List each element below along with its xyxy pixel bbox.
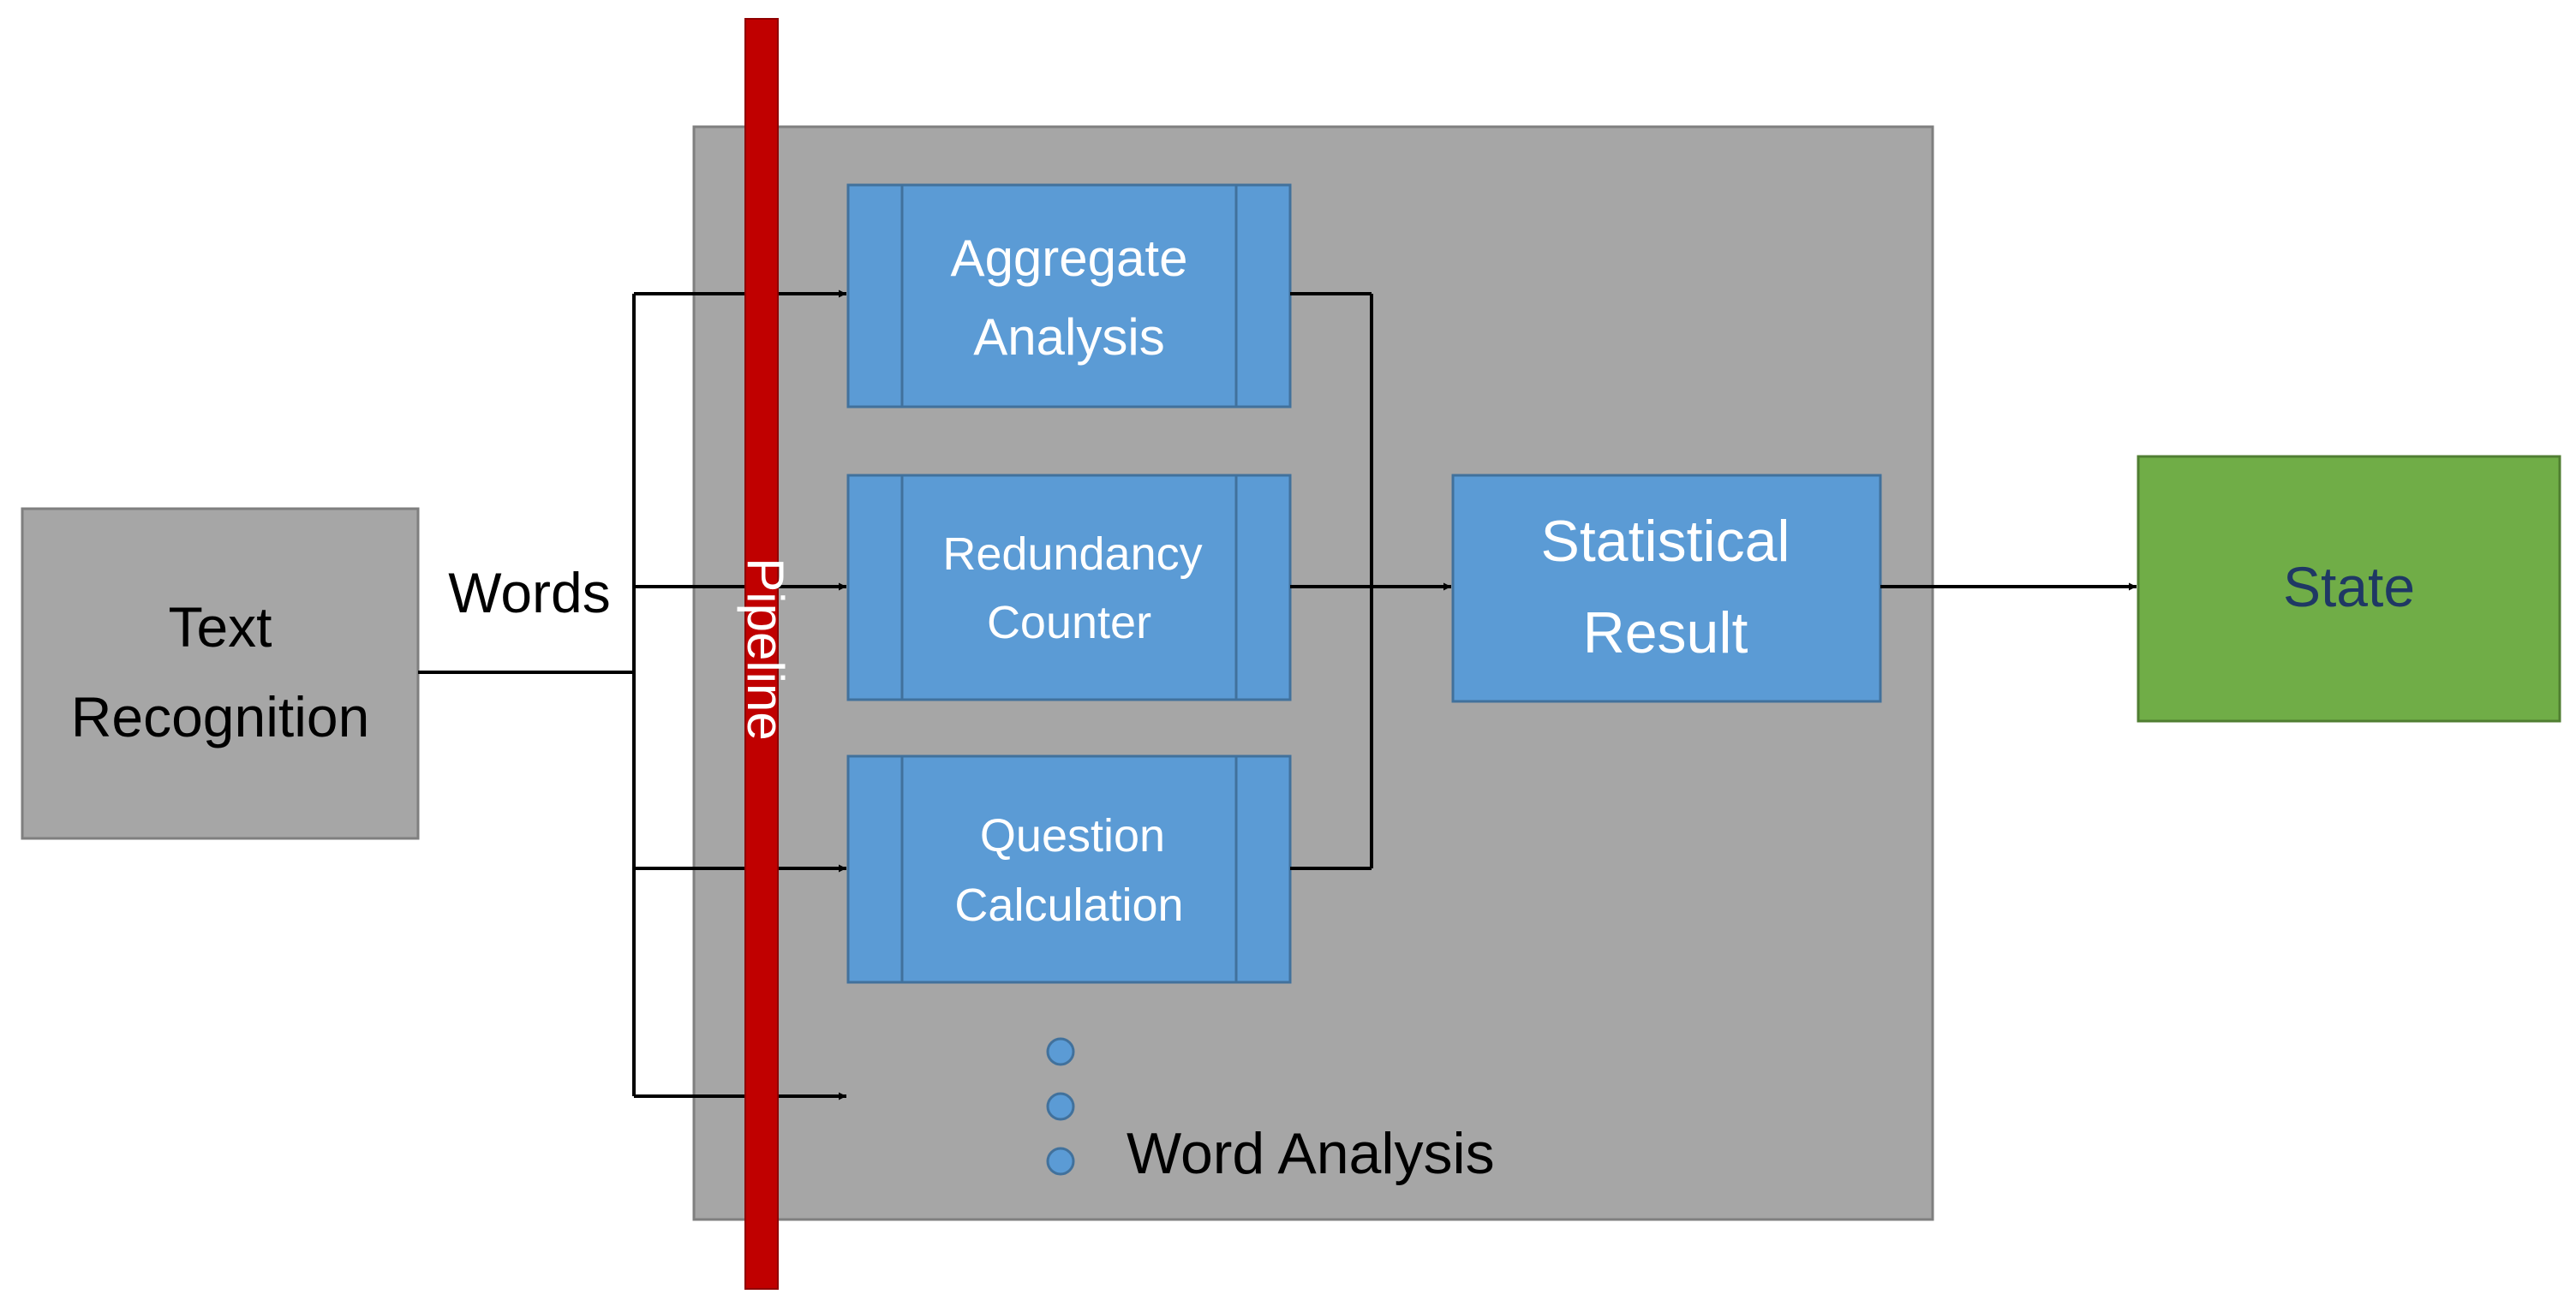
statistical-result-node: Statistical Result	[1451, 474, 1882, 703]
text-recognition-label-1: Text	[168, 595, 272, 659]
dot	[1046, 1147, 1075, 1176]
pipeline-bar: Pipeline	[737, 18, 794, 1290]
pipeline-label: Pipeline	[737, 558, 794, 741]
redundancy-counter-node: Redundancy Counter	[846, 474, 1292, 701]
text-recognition-node: Text Recognition	[21, 507, 420, 840]
state-label: State	[2283, 555, 2415, 618]
text-recognition-label-2: Recognition	[71, 685, 370, 748]
words-label: Words	[448, 561, 611, 624]
merge-connectors	[1290, 292, 1451, 870]
dot	[1046, 1092, 1075, 1121]
dot	[1046, 1037, 1075, 1066]
redundancy-label-2: Counter	[987, 597, 1151, 648]
aggregate-label-1: Aggregate	[951, 230, 1188, 287]
state-node: State	[2137, 455, 2561, 723]
continuation-dots	[1046, 1037, 1075, 1176]
statistical-label-1: Statistical	[1541, 509, 1790, 574]
question-label-1: Question	[980, 810, 1165, 862]
question-label-2: Calculation	[954, 880, 1183, 931]
word-analysis-label: Word Analysis	[1127, 1121, 1495, 1186]
statistical-label-2: Result	[1583, 600, 1748, 665]
aggregate-label-2: Analysis	[973, 308, 1164, 366]
words-connectors	[418, 289, 846, 1100]
aggregate-analysis-node: Aggregate Analysis	[846, 183, 1292, 408]
redundancy-label-1: Redundancy	[942, 528, 1202, 580]
question-calculation-node: Question Calculation	[846, 754, 1292, 984]
